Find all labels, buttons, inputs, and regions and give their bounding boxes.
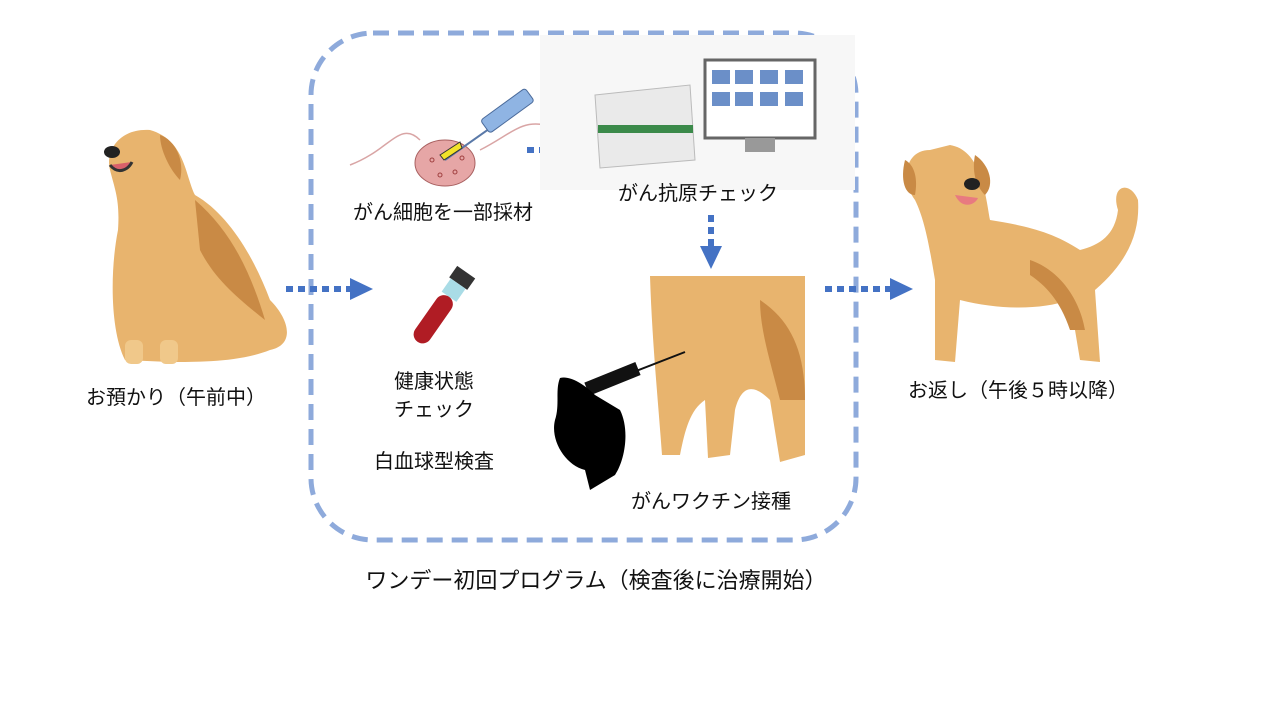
label-dropoff: お預かり（午前中） [86,385,266,409]
dog-legs-image [650,276,805,462]
label-antigen-check: がん抗原チェック [618,181,778,205]
label-vaccine: がんワクチン接種 [631,489,791,513]
vaccine-syringe-hand-image [554,351,686,490]
program-caption: ワンデー初回プログラム（検査後に治療開始） [365,569,827,594]
label-biopsy: がん細胞を一部採材 [353,200,533,224]
blood-tube-image [413,265,476,344]
label-health-check-1: 健康状態 [394,369,474,393]
arrow-antigen-to-vaccine [700,215,722,269]
dog-sitting-image [104,129,287,364]
arrow-dropoff-to-program [286,278,373,300]
biopsy-syringe-image [349,88,546,187]
flow-cytometer-image [540,35,855,190]
dog-standing-image [903,145,1139,362]
label-pickup: お返し（午後５時以降） [908,378,1128,402]
label-health-check-2: チェック [394,397,474,421]
label-wbc-test: 白血球型検査 [374,449,494,473]
arrow-program-to-pickup [825,278,913,300]
